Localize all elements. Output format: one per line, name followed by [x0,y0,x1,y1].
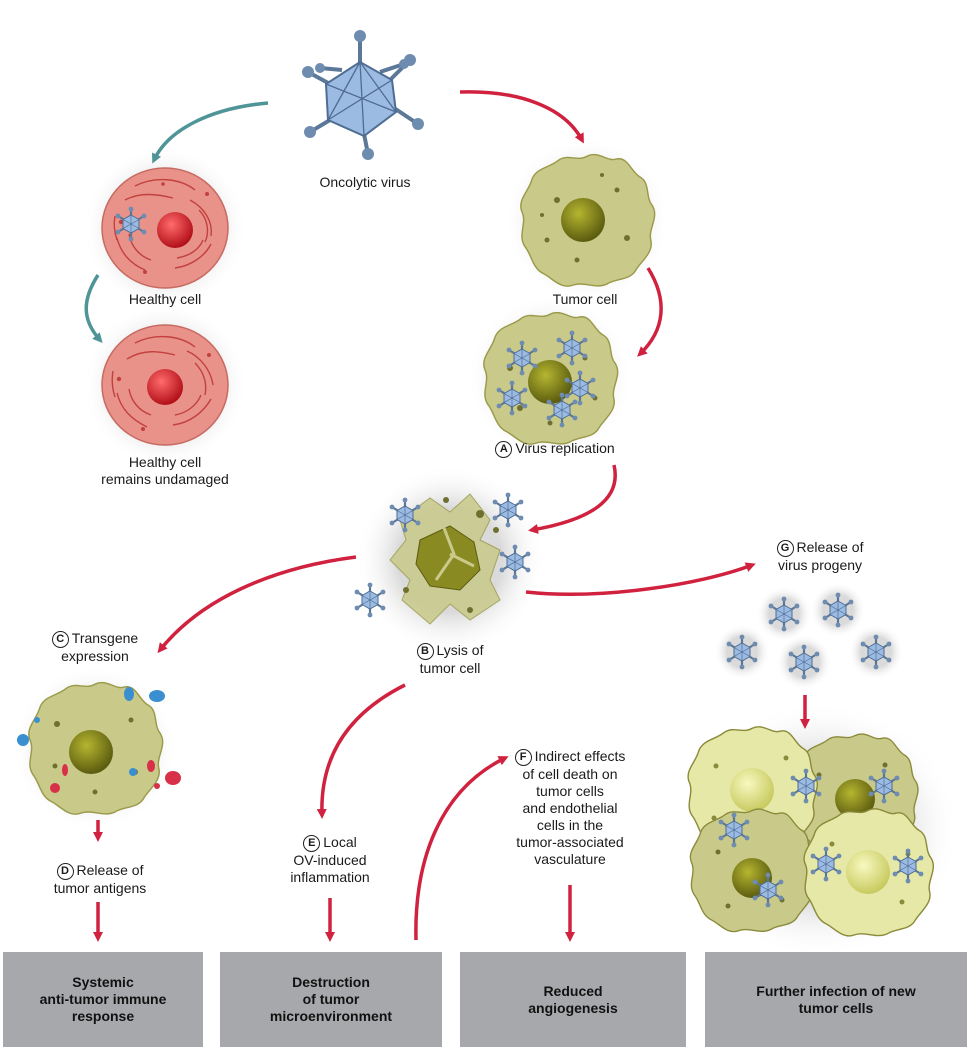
label-healthy-undamaged: Healthy cell remains undamaged [101,454,229,487]
infected-tumor-cell [468,296,632,460]
badge-c: C [51,631,69,648]
oncolytic-virus-icon [302,30,424,160]
virus-progeny-group [714,582,904,690]
tumor-cell [505,138,669,302]
transgene-tumor-cell [13,666,181,830]
badge-b: B [416,643,434,660]
healthy-cell-infected [83,146,247,310]
lysed-tumor-cell [353,465,545,655]
badge-d: D [56,863,74,880]
teal-arrows [84,101,269,343]
badge-g: G [776,540,794,557]
badge-e: E [303,835,321,852]
badge-a: A [495,441,513,458]
label-oncolytic-virus: Oncolytic virus [319,174,411,190]
badge-f: F [514,749,532,766]
red-arrows [93,90,810,942]
label-tumor-cell: Tumor cell [552,291,618,307]
new-tumor-cells-cluster [680,702,960,958]
healthy-cell-undamaged [83,303,247,467]
label-healthy-cell: Healthy cell [128,291,202,307]
